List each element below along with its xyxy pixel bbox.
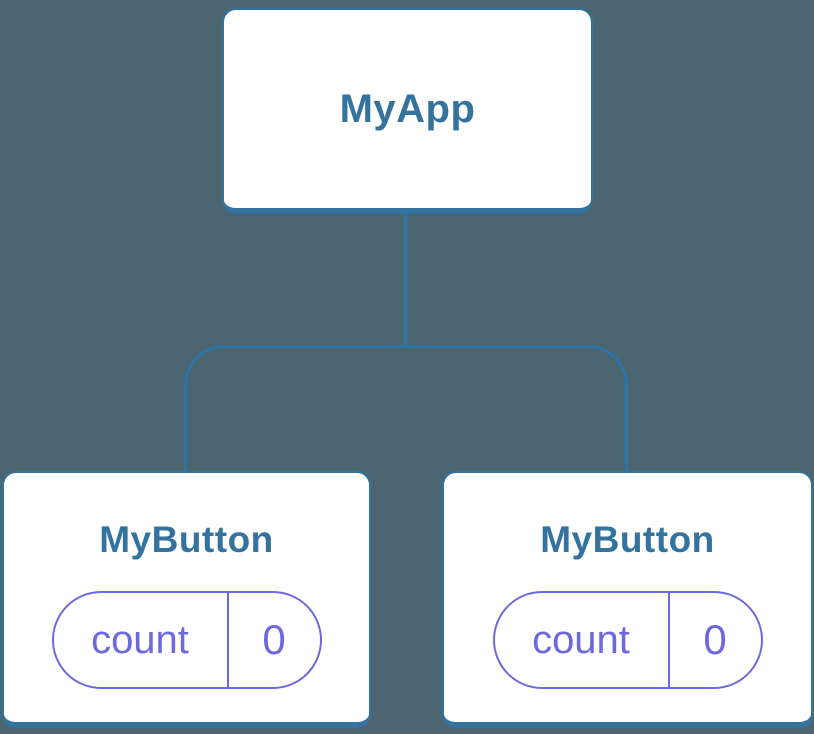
component-node-mybutton-left: MyButton count 0 <box>2 471 371 728</box>
state-value-label: 0 <box>226 593 320 687</box>
component-node-myapp: MyApp <box>222 8 593 214</box>
tree-connector-stem <box>404 212 407 348</box>
state-pill: count 0 <box>492 591 763 689</box>
state-value-label: 0 <box>667 593 761 687</box>
tree-connector-fork <box>184 345 628 472</box>
state-pill: count 0 <box>51 591 322 689</box>
state-name-label: count <box>532 617 630 662</box>
component-node-mybutton-right: MyButton count 0 <box>442 471 813 728</box>
component-name-label: MyButton <box>540 519 715 560</box>
component-name-label: MyButton <box>99 519 274 560</box>
state-name-label: count <box>91 617 189 662</box>
component-name-label: MyApp <box>339 86 476 131</box>
